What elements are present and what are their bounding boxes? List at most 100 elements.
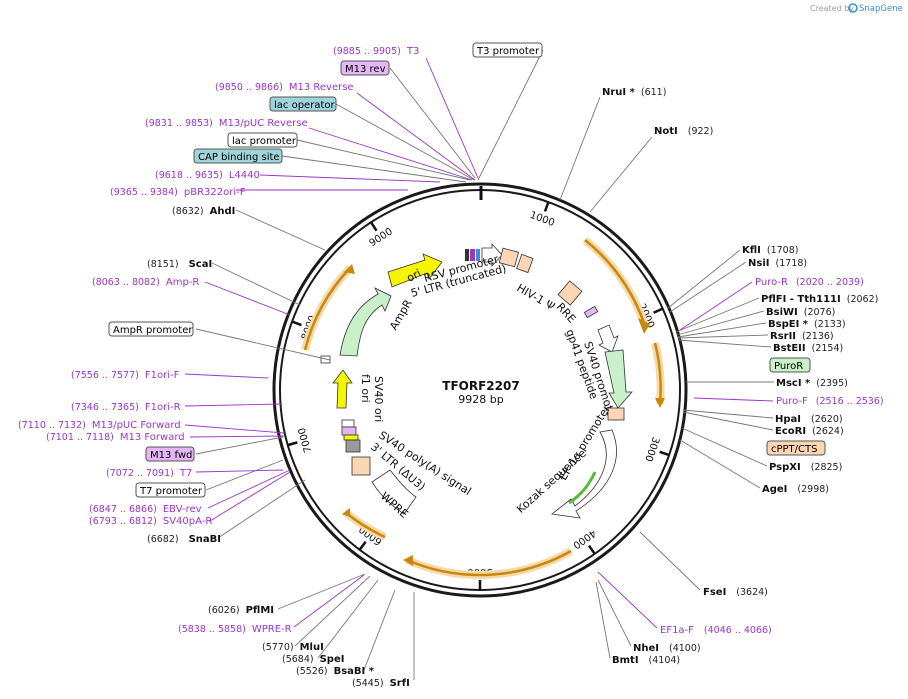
feature-ori-label: ori	[405, 267, 424, 285]
box-puror[interactable]	[769, 357, 811, 373]
site-bspei[interactable]: BspEI *(2133)	[768, 319, 846, 330]
site-snabi[interactable]: (6682)SnaBI	[147, 534, 221, 545]
site-pspxi[interactable]: PspXI(2825)	[769, 462, 842, 473]
site-pflmi[interactable]: (6026)PflMI	[208, 605, 274, 616]
site-ecori[interactable]: EcoRI(2624)	[775, 426, 844, 437]
primer-m13puc-reverse[interactable]: (9831 .. 9853)M13/pUC Reverse	[145, 118, 308, 129]
box-cppt-cts[interactable]	[766, 440, 826, 456]
feature-ampr-label: AmpR	[387, 297, 415, 332]
leader-line	[356, 92, 476, 181]
leader-lines	[184, 49, 774, 680]
orf-arrowhead-2	[655, 398, 665, 408]
feature-ampr	[339, 287, 392, 357]
box-t7-promoter[interactable]	[135, 482, 206, 498]
site-bmti[interactable]: BmtI(4104)	[612, 655, 680, 666]
primer-f1ori-f[interactable]: (7556 .. 7577)F1ori-F	[71, 370, 180, 381]
leader-line	[211, 262, 301, 306]
site-noti[interactable]: NotI(922)	[654, 126, 713, 137]
feature-ef1a-promoter	[551, 429, 617, 519]
primer-m13puc-forward[interactable]: (7110 .. 7132)M13/pUC Forward	[18, 420, 181, 431]
leader-line	[204, 281, 291, 316]
site-agei[interactable]: AgeI(2998)	[762, 484, 829, 495]
leader-line	[189, 435, 285, 438]
site-bsabi[interactable]: (5526)BsaBI *	[296, 666, 375, 677]
ruler-tick	[587, 544, 596, 555]
site-rsrii[interactable]: RsrII(2136)	[770, 331, 834, 342]
leader-line	[676, 310, 765, 336]
primer-f1ori-r[interactable]: (7346 .. 7365)F1ori-R	[71, 402, 181, 413]
box-t3-promoter[interactable]	[472, 42, 543, 58]
site-fsei[interactable]: FseI(3624)	[703, 587, 768, 598]
site-scai[interactable]: (8151)ScaI	[147, 259, 212, 270]
primer-puro-f[interactable]: Puro-F(2516 .. 2536)	[776, 396, 884, 407]
leader-line	[477, 49, 544, 181]
site-nrui[interactable]: NruI *(611)	[602, 87, 666, 98]
box-cap-binding-site[interactable]	[193, 148, 283, 164]
box-cppt-cts-label: cPPT/CTS	[771, 444, 817, 455]
leader-line	[682, 411, 774, 431]
primer-ebv-rev[interactable]: (6847 .. 6866)EBV-rev	[89, 504, 202, 515]
leader-line	[294, 575, 371, 647]
feature-f1ori-label: f1 ori	[359, 374, 372, 403]
primer-l4440[interactable]: (9618 .. 9635)L4440	[155, 170, 260, 181]
box-ampr-promoter[interactable]	[108, 321, 194, 337]
leader-line	[677, 322, 767, 338]
site-nhei[interactable]: NheI(4100)	[633, 643, 701, 654]
box-t7-promoter-label: T7 promoter	[139, 486, 203, 497]
plasmid-name: TFORF2207	[442, 379, 519, 393]
orf-arc-1-core	[584, 239, 646, 324]
orf-arc-5-core	[303, 267, 351, 351]
primer-pbr322ori-f[interactable]: (9365 .. 9384)pBR322ori-F	[110, 187, 246, 198]
site-nsii[interactable]: NsiI(1718)	[748, 258, 807, 269]
primer-amp-r[interactable]: (8063 .. 8082)Amp-R	[92, 277, 199, 288]
leader-line	[293, 574, 365, 628]
site-ahdi[interactable]: (8632)AhdI	[172, 206, 235, 217]
leader-line	[184, 403, 283, 407]
primer-sv40pa-r[interactable]: (6793 .. 6812)SV40pA-R	[89, 516, 212, 527]
enzymes-right: NruI *(611) NotI(922) KflI(1708) NsiI(17…	[602, 87, 878, 666]
site-srfi[interactable]: (5445)SrfI	[352, 678, 410, 689]
orf-arrowhead-1	[638, 318, 650, 334]
site-hpai[interactable]: HpaI(2620)	[775, 414, 843, 425]
leader-line	[195, 328, 331, 361]
leader-line	[335, 103, 475, 181]
leader-line	[597, 571, 658, 629]
site-msci[interactable]: MscI *(2395)	[776, 378, 848, 389]
site-bsiwi[interactable]: BsiWI(2076)	[766, 307, 835, 318]
orf-arrowhead-3	[403, 555, 413, 566]
feature-block-6	[320, 355, 331, 364]
site-pflfi[interactable]: PflFI - Tth111I(2062)	[761, 294, 878, 305]
feature-cppt	[607, 407, 625, 421]
site-kfli[interactable]: KflI(1708)	[742, 245, 798, 256]
primer-t7[interactable]: (7072 .. 7091)T7	[106, 468, 192, 479]
box-m13-rev[interactable]	[340, 60, 390, 76]
box-m13-fwd[interactable]	[145, 446, 195, 462]
site-mlui[interactable]: (5770)MluI	[262, 642, 324, 653]
box-cap-binding-site-label: CAP binding site	[198, 152, 280, 163]
site-spei[interactable]: (5684)SpeI	[282, 654, 344, 665]
feature-ltr-block-3	[476, 249, 480, 261]
leader-line	[209, 471, 291, 522]
feature-wpre	[371, 469, 417, 515]
box-ampr-promoter-label: AmpR promoter	[113, 325, 193, 336]
leader-line	[184, 424, 285, 434]
primer-t3[interactable]: (9885 .. 9905)T3	[333, 46, 419, 57]
leader-line	[235, 209, 326, 251]
feature-rre-label: RRE	[554, 300, 579, 325]
site-bsteii[interactable]: BstEII(2154)	[773, 343, 843, 354]
ruler-tick	[659, 450, 670, 457]
feature-sv40-promoter	[597, 324, 619, 353]
feature-ori	[387, 253, 443, 288]
feature-rre	[557, 280, 583, 306]
leader-line	[277, 573, 366, 610]
box-lac-promoter[interactable]	[227, 132, 298, 148]
feature-block-1	[341, 419, 355, 428]
primer-puro-r[interactable]: Puro-R(2020 .. 2039)	[755, 277, 864, 288]
leader-line	[296, 139, 471, 181]
primer-ef1a-f[interactable]: EF1a-F(4046 .. 4066)	[660, 625, 772, 636]
box-lac-operator[interactable]	[269, 96, 337, 112]
ruler-tick-label: 3000	[642, 435, 661, 463]
primer-m13-reverse[interactable]: (9850 .. 9866)M13 Reverse	[215, 82, 354, 93]
primer-wpre-r[interactable]: (5838 .. 5858)WPRE-R	[178, 624, 292, 635]
primer-m13-forward[interactable]: (7101 .. 7118)M13 Forward	[46, 432, 185, 443]
